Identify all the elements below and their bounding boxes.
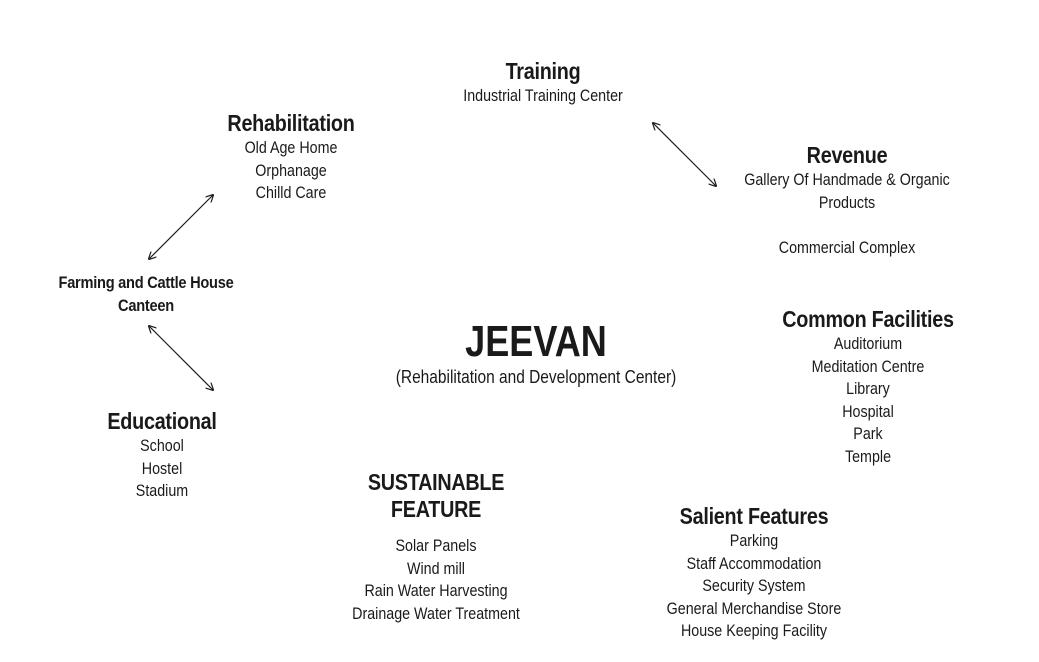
rehabilitation-items: Old Age Home Orphanage Chilld Care (217, 137, 365, 205)
node-salient-features: Salient Features Parking Staff Accommoda… (650, 503, 858, 643)
node-center: JEEVAN (Rehabilitation and Development C… (373, 318, 699, 388)
common-facilities-item: Auditorium (833, 334, 903, 353)
sustainable-items: Solar Panels Wind mill Rain Water Harves… (336, 535, 536, 625)
node-training: Training Industrial Training Center (448, 58, 638, 108)
common-facilities-items: Auditorium Meditation Centre Library Hos… (768, 333, 967, 468)
sustainable-item: Drainage Water Treatment (352, 603, 520, 623)
node-sustainable: SUSTAINABLE FEATURE Solar Panels Wind mi… (336, 469, 536, 625)
training-item: Industrial Training Center (463, 86, 623, 105)
node-farming: Farming and Cattle House Canteen (44, 271, 247, 317)
common-facilities-item: Hospital (842, 401, 894, 421)
node-common-facilities: Common Facilities Auditorium Meditation … (768, 306, 967, 468)
salient-features-heading: Salient Features (679, 503, 829, 529)
rehabilitation-item: Orphanage (255, 160, 327, 180)
node-rehabilitation: Rehabilitation Old Age Home Orphanage Ch… (217, 110, 365, 205)
common-facilities-item: Meditation Centre (811, 356, 925, 376)
educational-item: Stadium (135, 481, 189, 500)
center-subtitle: (Rehabilitation and Development Center) (395, 367, 677, 387)
salient-features-items: Parking Staff Accommodation Security Sys… (650, 530, 858, 643)
common-facilities-item: Library (846, 379, 890, 398)
arrow-rehabilitation-farming (149, 195, 213, 259)
rehabilitation-heading: Rehabilitation (227, 110, 355, 136)
educational-item: School (140, 436, 184, 455)
rehabilitation-item: Old Age Home (244, 138, 338, 157)
arrow-training-revenue (653, 123, 716, 186)
canteen-heading: Canteen (118, 296, 174, 315)
sustainable-item: Solar Panels (395, 536, 477, 555)
node-revenue: Revenue Gallery Of Handmade & Organic Pr… (725, 142, 970, 259)
training-items: Industrial Training Center (448, 85, 638, 108)
sustainable-heading: SUSTAINABLE (367, 469, 505, 495)
common-facilities-item: Temple (844, 446, 892, 466)
salient-features-item: General Merchandise Store (666, 598, 842, 618)
revenue-item: Gallery Of Handmade & Organic (744, 170, 950, 189)
revenue-items: Gallery Of Handmade & Organic Products C… (725, 169, 970, 259)
revenue-spacer (744, 214, 950, 237)
salient-features-item: Parking (729, 531, 779, 550)
training-heading: Training (505, 58, 581, 84)
sustainable-item: Wind mill (407, 558, 465, 578)
salient-features-item: Staff Accommodation (686, 553, 822, 573)
rehabilitation-item: Chilld Care (255, 183, 327, 202)
farming-heading: Farming and Cattle House (58, 273, 234, 292)
node-educational: Educational School Hostel Stadium (98, 408, 225, 503)
sustainable-item: Rain Water Harvesting (364, 581, 508, 600)
revenue-item: Products (818, 192, 876, 212)
revenue-heading: Revenue (806, 142, 888, 168)
revenue-item: Commercial Complex (778, 237, 916, 257)
center-title: JEEVAN (465, 317, 607, 366)
educational-heading: Educational (107, 408, 217, 434)
feature-heading: FEATURE (390, 496, 482, 522)
common-facilities-item: Park (853, 424, 883, 443)
salient-features-item: House Keeping Facility (680, 621, 828, 640)
arrow-farming-educational (149, 326, 213, 390)
salient-features-item: Security System (702, 576, 806, 595)
educational-items: School Hostel Stadium (98, 435, 225, 503)
educational-item: Hostel (141, 458, 183, 478)
common-facilities-heading: Common Facilities (782, 306, 954, 332)
